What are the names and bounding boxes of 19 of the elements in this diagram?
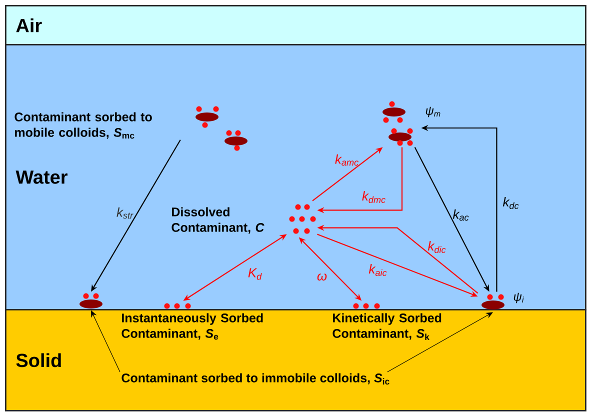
- edge-label: k$_{dc}$: [502, 197, 519, 209]
- colloid-particle: [80, 293, 102, 308]
- edge-label: k$_{dmc}$: [362, 191, 386, 203]
- label-text: Contaminant sorbed to mobile colloids, S$_{mc}$: [14, 112, 152, 139]
- edge-label: k$_{dic}$: [428, 241, 446, 253]
- leader-line: [387, 312, 493, 372]
- edge-label: k$_{aic}$: [368, 264, 387, 276]
- edge-label: k$_{ac}$: [452, 209, 469, 221]
- layer-band: Air: [5, 5, 586, 46]
- symbol-label: ψ$_{m}$: [426, 106, 440, 118]
- edge-label: k$_{amc}$: [335, 154, 358, 166]
- edge-label: K$_{d}$: [248, 268, 262, 280]
- edge-label: k$_{str}$: [116, 207, 134, 219]
- caption-text: Instantaneously Sorbed Contaminant, S$_{e}$: [122, 313, 263, 340]
- caption-text: Kinetically Sorbed Contaminant, S$_{k}$: [332, 313, 442, 340]
- label-text: Contaminant sorbed to immobile colloids, S$_{ic}$: [122, 373, 390, 385]
- caption-text: Dissolved Contaminant, C: [172, 207, 264, 234]
- symbol-label: ψ$_{i}$: [514, 292, 524, 304]
- edge-label: ω: [317, 273, 327, 281]
